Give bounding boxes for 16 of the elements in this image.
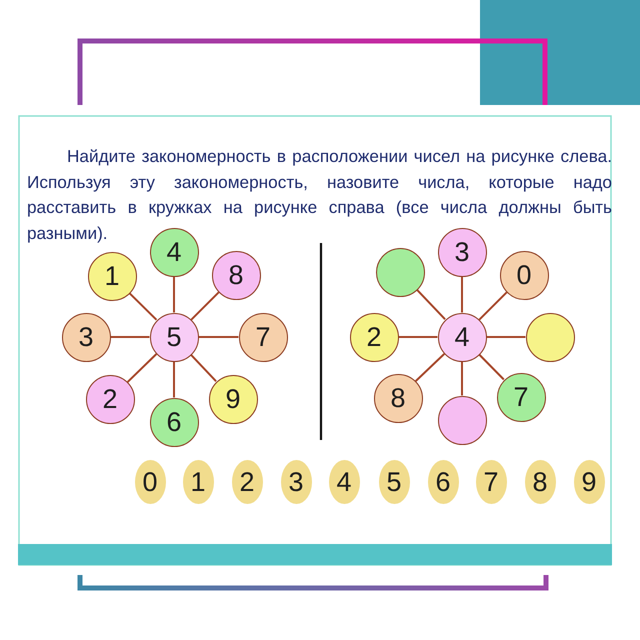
connector-line [126,353,158,383]
connector-line [128,292,158,321]
connector-line [173,362,175,398]
connector-line [110,336,150,338]
connector-line [486,336,526,338]
connector-line [461,276,463,312]
connector-line [173,276,175,312]
connector-line [461,362,463,396]
connector-line [398,336,438,338]
connector-line [478,354,505,380]
connector-line [198,336,238,338]
connector-line [416,289,446,320]
connector-line [478,292,508,320]
connector-line [190,292,220,320]
connector-line [415,353,445,382]
connector-line [190,354,217,382]
